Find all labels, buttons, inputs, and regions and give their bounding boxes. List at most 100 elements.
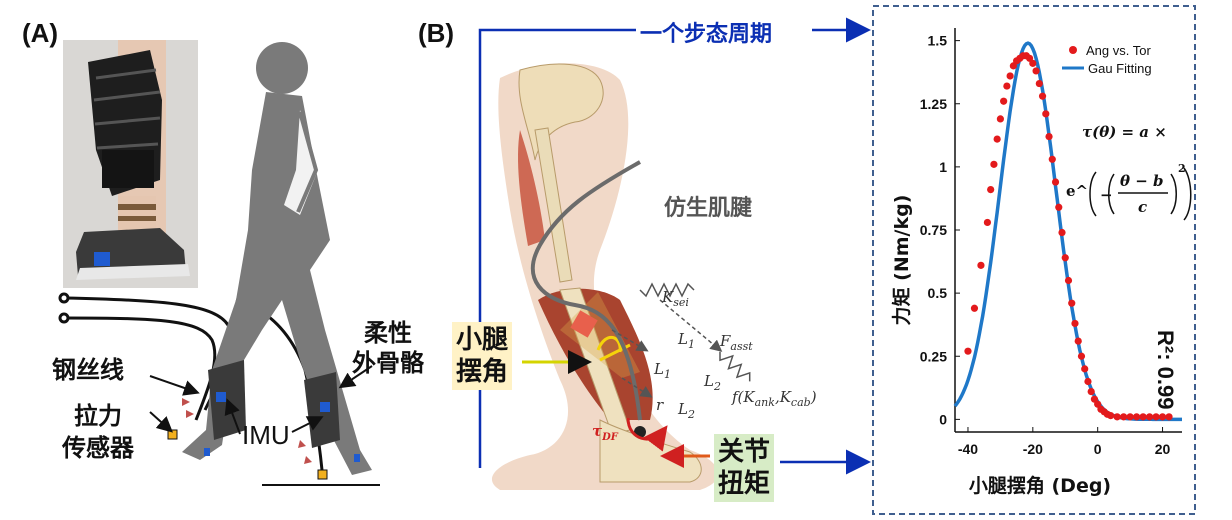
data-point-17 [1029,59,1037,67]
data-point-29 [1068,299,1076,307]
l2-label-upper: L2 [703,372,721,393]
data-point-25 [1055,203,1063,211]
l2-label-lower: L2 [677,400,695,421]
data-point-1 [970,304,979,312]
legend-marker-scatter [1069,46,1077,54]
panel-a-arrows [149,365,373,435]
y-tick-label-2: 0.5 [928,285,948,301]
data-point-21 [1042,110,1050,118]
x-tick-label-0: -40 [958,441,978,457]
bionic-tendon-curve [530,160,642,421]
y-tick-label-6: 1.5 [928,33,948,49]
data-point-22 [1045,132,1053,141]
shank-angle-label: 小腿 摆角 [452,322,513,390]
function-label: f(Kank,Kcab) [731,388,817,409]
data-point-2 [977,261,985,269]
x-axis-title: 小腿摆角 (Deg) [969,474,1111,497]
x-tick-label-3: 20 [1155,441,1171,457]
force-sensor-label: 拉力 传感器 [62,402,134,462]
data-point-24 [1051,178,1060,186]
panel-a-label: (A) [22,18,59,48]
data-point-43 [1120,413,1128,421]
legend-label-scatter: Ang vs. Tor [1086,43,1151,58]
spring-schematic [611,282,751,398]
data-point-27 [1061,254,1069,262]
data-point-26 [1058,228,1066,237]
data-point-47 [1145,413,1154,421]
data-point-41 [1107,411,1115,420]
y-tick-label-1: 0.25 [920,348,947,364]
walking-human-silhouette [182,42,380,486]
k-sei-label: Ksei [661,288,689,309]
soft-exoskeleton-label: 柔性 外骨骼 [352,319,424,377]
data-point-10 [1006,72,1014,80]
gait-cycle-label: 一个步态周期 [636,16,777,48]
chart-frame [872,5,1196,515]
data-point-35 [1087,388,1095,396]
data-point-34 [1084,377,1092,386]
panel-b-label: (B) [418,18,455,48]
y-tick-label-3: 0.75 [920,222,947,238]
data-point-31 [1074,337,1082,345]
r-label: r [656,396,664,414]
data-point-46 [1139,413,1147,421]
chart-axes [954,28,1182,433]
data-point-50 [1165,413,1173,421]
leg-anatomy-illustration [491,63,719,491]
legend-label-fit: Gau Fitting [1088,61,1152,76]
equation-numerator: θ − b [1120,172,1164,190]
data-point-42 [1113,413,1121,421]
data-point-4 [987,186,995,194]
data-point-0 [964,347,972,355]
equation-minus: − [1100,186,1113,204]
y-tick-label-5: 1.25 [920,96,947,112]
equation-exp-prefix: e^ [1066,182,1088,200]
gaussian-fit-series [953,41,1182,422]
chart-ticks: -40 -20 0 20 0 0.25 0.5 0.75 1 1.25 1.5 [920,33,1171,457]
y-axis-title: 力矩 (Nm/kg) [890,195,913,326]
imu-label: IMU [242,420,290,450]
f-asst-label: Fasst [719,332,753,353]
y-tick-label-0: 0 [939,411,947,427]
data-point-30 [1071,319,1079,328]
chart-legend: Ang vs. Tor Gau Fitting [1062,43,1152,76]
y-tick-label-4: 1 [939,159,947,175]
equation-exponent: 2 [1178,162,1186,175]
x-tick-label-2: 0 [1094,441,1102,457]
data-point-5 [990,160,998,168]
data-point-9 [1003,82,1011,90]
equation-line1: τ(θ) = a × [1082,123,1167,141]
joint-torque-label: 关节 扭矩 [714,434,775,502]
exoskeleton-photo [63,40,198,288]
bionic-tendon-label: 仿生肌腱 [664,196,753,221]
equation-denominator: c [1138,198,1147,216]
data-point-20 [1038,92,1047,100]
data-point-23 [1048,155,1056,163]
data-point-8 [1000,97,1008,105]
data-point-19 [1035,79,1043,88]
fit-equation: τ(θ) = a × e^ − θ − b c 2 [1066,123,1192,221]
panel-b-arrows [522,350,710,468]
gaussian-fit-line [953,41,1182,422]
x-tick-label-1: -20 [1023,441,1043,457]
data-point-7 [996,115,1005,123]
r-squared-label: R²: 0.99 [1153,330,1178,409]
data-point-44 [1126,413,1134,421]
steel-wire-label: 钢丝线 [52,356,124,384]
data-point-6 [993,135,1001,143]
data-point-33 [1081,365,1089,373]
data-point-18 [1032,67,1040,75]
data-point-45 [1133,413,1141,421]
tau-df-label: τDF [592,422,619,443]
data-point-32 [1077,352,1086,360]
data-point-3 [983,218,992,227]
force-sensor-markers [182,398,312,464]
data-point-49 [1158,413,1167,421]
scatter-series [964,52,1173,421]
data-point-28 [1064,276,1073,285]
l1-label-lower: L1 [653,360,671,381]
l1-label-upper: L1 [677,330,695,351]
torque-angle-chart: -40 -20 0 20 0 0.25 0.5 0.75 1 1.25 1.5 Ang vs. To… [890,28,1192,497]
data-point-48 [1152,413,1160,421]
